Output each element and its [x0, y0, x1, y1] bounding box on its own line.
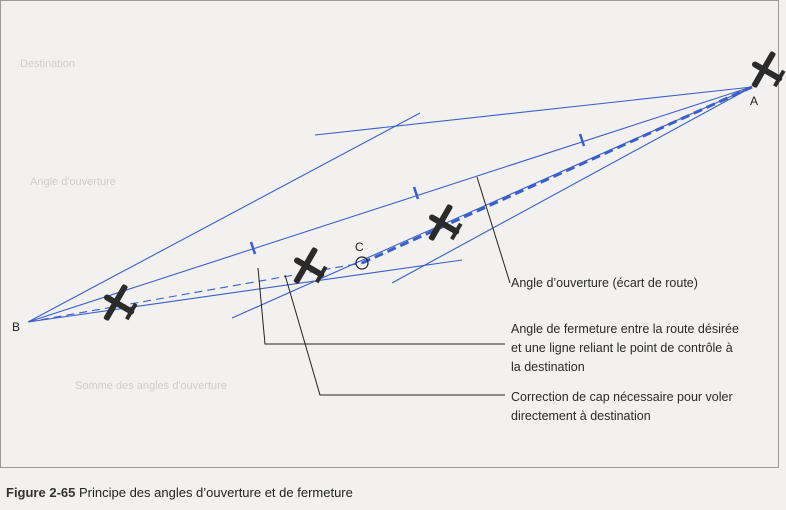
diagram — [0, 0, 786, 468]
airplane-icon — [428, 204, 463, 241]
frame — [0, 0, 779, 468]
line-a-mid — [391, 86, 753, 284]
airplane-icon — [293, 247, 328, 284]
background-text: Destination — [20, 58, 76, 70]
line-b-a-upper — [27, 87, 749, 323]
airplane-icon — [103, 284, 138, 321]
point-a-label: A — [750, 94, 759, 108]
line-a-upper — [314, 86, 753, 136]
airplane-icon — [751, 51, 786, 88]
background-text: Somme des angles d'ouverture — [75, 380, 227, 392]
annotation-closing-angle: Angle de fermeture entre la route désiré… — [511, 322, 739, 374]
line-b-upper — [27, 112, 421, 323]
annotation-opening-angle: Angle d’ouverture (écart de route) — [511, 276, 698, 290]
figure-caption: Figure 2-65 Principe des angles d’ouvert… — [6, 485, 353, 500]
leader-lines — [257, 176, 511, 396]
line-b-lower — [27, 259, 463, 323]
background-text: Angle d'ouverture — [30, 176, 116, 188]
point-b-label: B — [12, 320, 21, 334]
checkpoint-c — [355, 256, 369, 270]
direct-route-dashed — [361, 85, 753, 265]
point-c-label: C — [355, 240, 364, 254]
tick-marks — [249, 133, 586, 255]
airplane-icons — [103, 51, 786, 321]
desired-route-dashed — [27, 262, 363, 323]
